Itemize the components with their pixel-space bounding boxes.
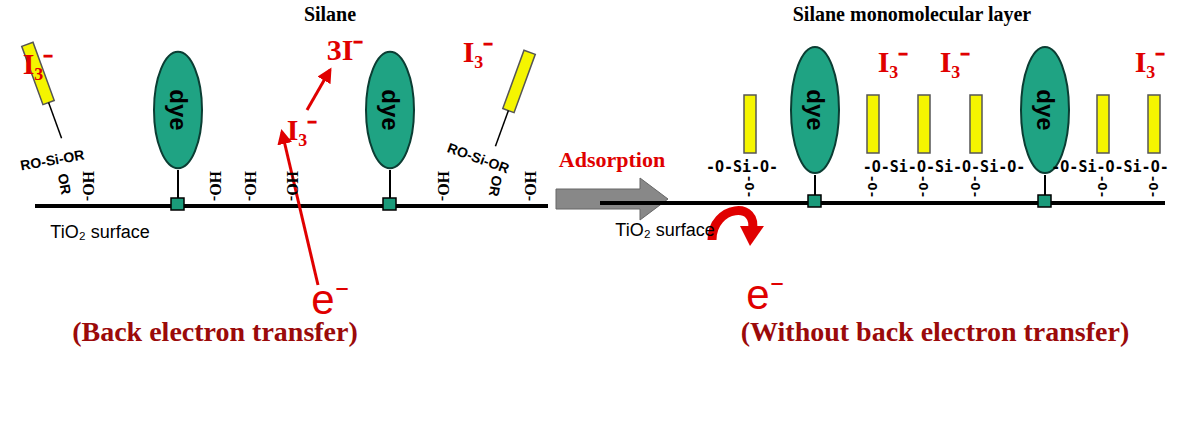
ion-label: I₃⁻	[1135, 47, 1166, 77]
oxygen-bridge: -O-	[1096, 174, 1109, 197]
dye-molecule: dye	[153, 50, 203, 170]
process-label: Adsorption	[559, 149, 665, 171]
oxygen-bridge: -O-	[866, 174, 879, 197]
formula-label: RO-Si-OR	[19, 148, 85, 173]
siloxane-chain: -O-Si-O-Si-O-	[1051, 160, 1168, 175]
dye-molecule: dye	[790, 45, 840, 175]
oxygen-bridge: -O-	[1147, 174, 1160, 197]
electron-label: e⁻	[746, 274, 783, 316]
tio2-surface	[600, 201, 1165, 205]
formula-label: RO-Si-OR	[445, 140, 510, 175]
formula-label: OR	[55, 172, 72, 195]
hydroxyl-label: HO-	[242, 171, 258, 201]
title-label: Silane monomolecular layer	[793, 4, 1032, 24]
oxygen-bridge: -O-	[917, 174, 930, 197]
hydroxyl-label: HO-	[284, 171, 300, 201]
hydroxyl-label: HO-	[80, 171, 96, 201]
hydroxyl-label: HO-	[207, 171, 223, 201]
anchor-group	[383, 198, 396, 210]
back-transfer-arrow	[282, 132, 318, 285]
title-label: Silane	[304, 4, 356, 24]
anchor-group	[1038, 195, 1051, 207]
caption-label: (Back electron transfer)	[72, 318, 358, 346]
dye-molecule: dye	[365, 50, 415, 170]
ion-label: I₃⁻	[23, 49, 54, 79]
process-arrow	[556, 178, 668, 220]
ion-label: I₃⁻	[940, 47, 971, 77]
silane-chain	[22, 42, 67, 140]
siloxane-chain: -O-Si-O-	[706, 160, 778, 175]
silane-chain	[490, 50, 535, 148]
caption-label: (Without back electron transfer)	[741, 318, 1130, 346]
ion-label: 3I⁻	[327, 35, 364, 65]
surface-label: TiO₂ surface	[615, 221, 714, 239]
dye-label: dye	[376, 89, 404, 130]
tio2-surface	[35, 204, 548, 208]
anchor-group	[808, 195, 821, 207]
hydroxyl-label: HO-	[522, 171, 538, 201]
oxygen-bridge: -O-	[743, 174, 756, 197]
ion-label: I₃⁻	[287, 115, 318, 145]
dye-label: dye	[1031, 89, 1059, 130]
anchor-group	[171, 198, 184, 210]
formula-label: OR	[486, 174, 503, 197]
dye-label: dye	[164, 89, 192, 130]
surface-label: TiO₂ surface	[50, 223, 149, 241]
hydroxyl-label: HO-	[435, 171, 451, 201]
oxygen-bridge: -O-	[969, 174, 982, 197]
ion-label: I₃⁻	[878, 47, 909, 77]
dye-label: dye	[801, 89, 829, 130]
reaction-arrow	[307, 70, 330, 110]
ion-label: I₃⁻	[463, 37, 494, 67]
siloxane-chain: -O-Si-O-Si-O-Si-O-	[863, 160, 1026, 175]
dye-molecule: dye	[1020, 45, 1070, 175]
electron-label: e⁻	[311, 279, 348, 321]
